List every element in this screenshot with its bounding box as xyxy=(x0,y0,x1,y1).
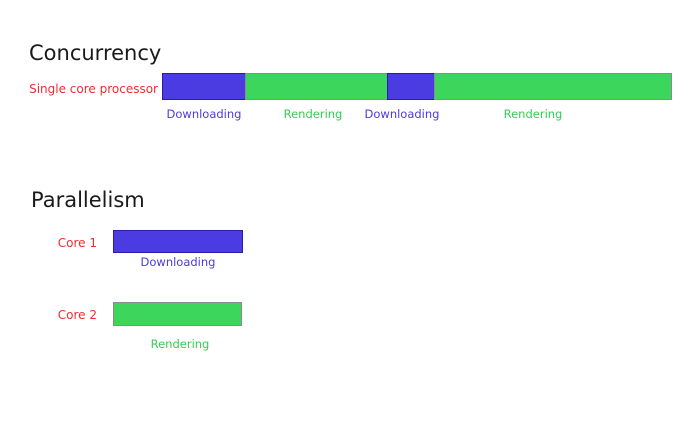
segment-label-downloading-1: Downloading xyxy=(166,107,242,121)
core-1-bar-label: Downloading xyxy=(140,255,216,269)
core-2-label: Core 2 xyxy=(57,308,97,322)
segment-label-rendering-2: Rendering xyxy=(503,107,563,121)
timeline-segment-downloading-2 xyxy=(387,73,435,100)
segment-label-downloading-2: Downloading xyxy=(364,107,440,121)
concurrency-section-title: Concurrency xyxy=(29,41,162,65)
timeline-segment-rendering-2 xyxy=(434,73,672,100)
timeline-segment-downloading-1 xyxy=(162,73,246,100)
core-2-rendering-bar xyxy=(113,302,242,326)
segment-label-rendering-1: Rendering xyxy=(283,107,343,121)
single-core-processor-label: Single core processor xyxy=(29,82,158,96)
core-1-downloading-bar xyxy=(113,230,243,253)
timeline-segment-rendering-1 xyxy=(245,73,388,100)
single-core-timeline-bar xyxy=(162,73,673,100)
core-2-bar-label: Rendering xyxy=(150,337,210,351)
core-1-label: Core 1 xyxy=(57,236,97,250)
parallelism-section-title: Parallelism xyxy=(31,188,145,212)
